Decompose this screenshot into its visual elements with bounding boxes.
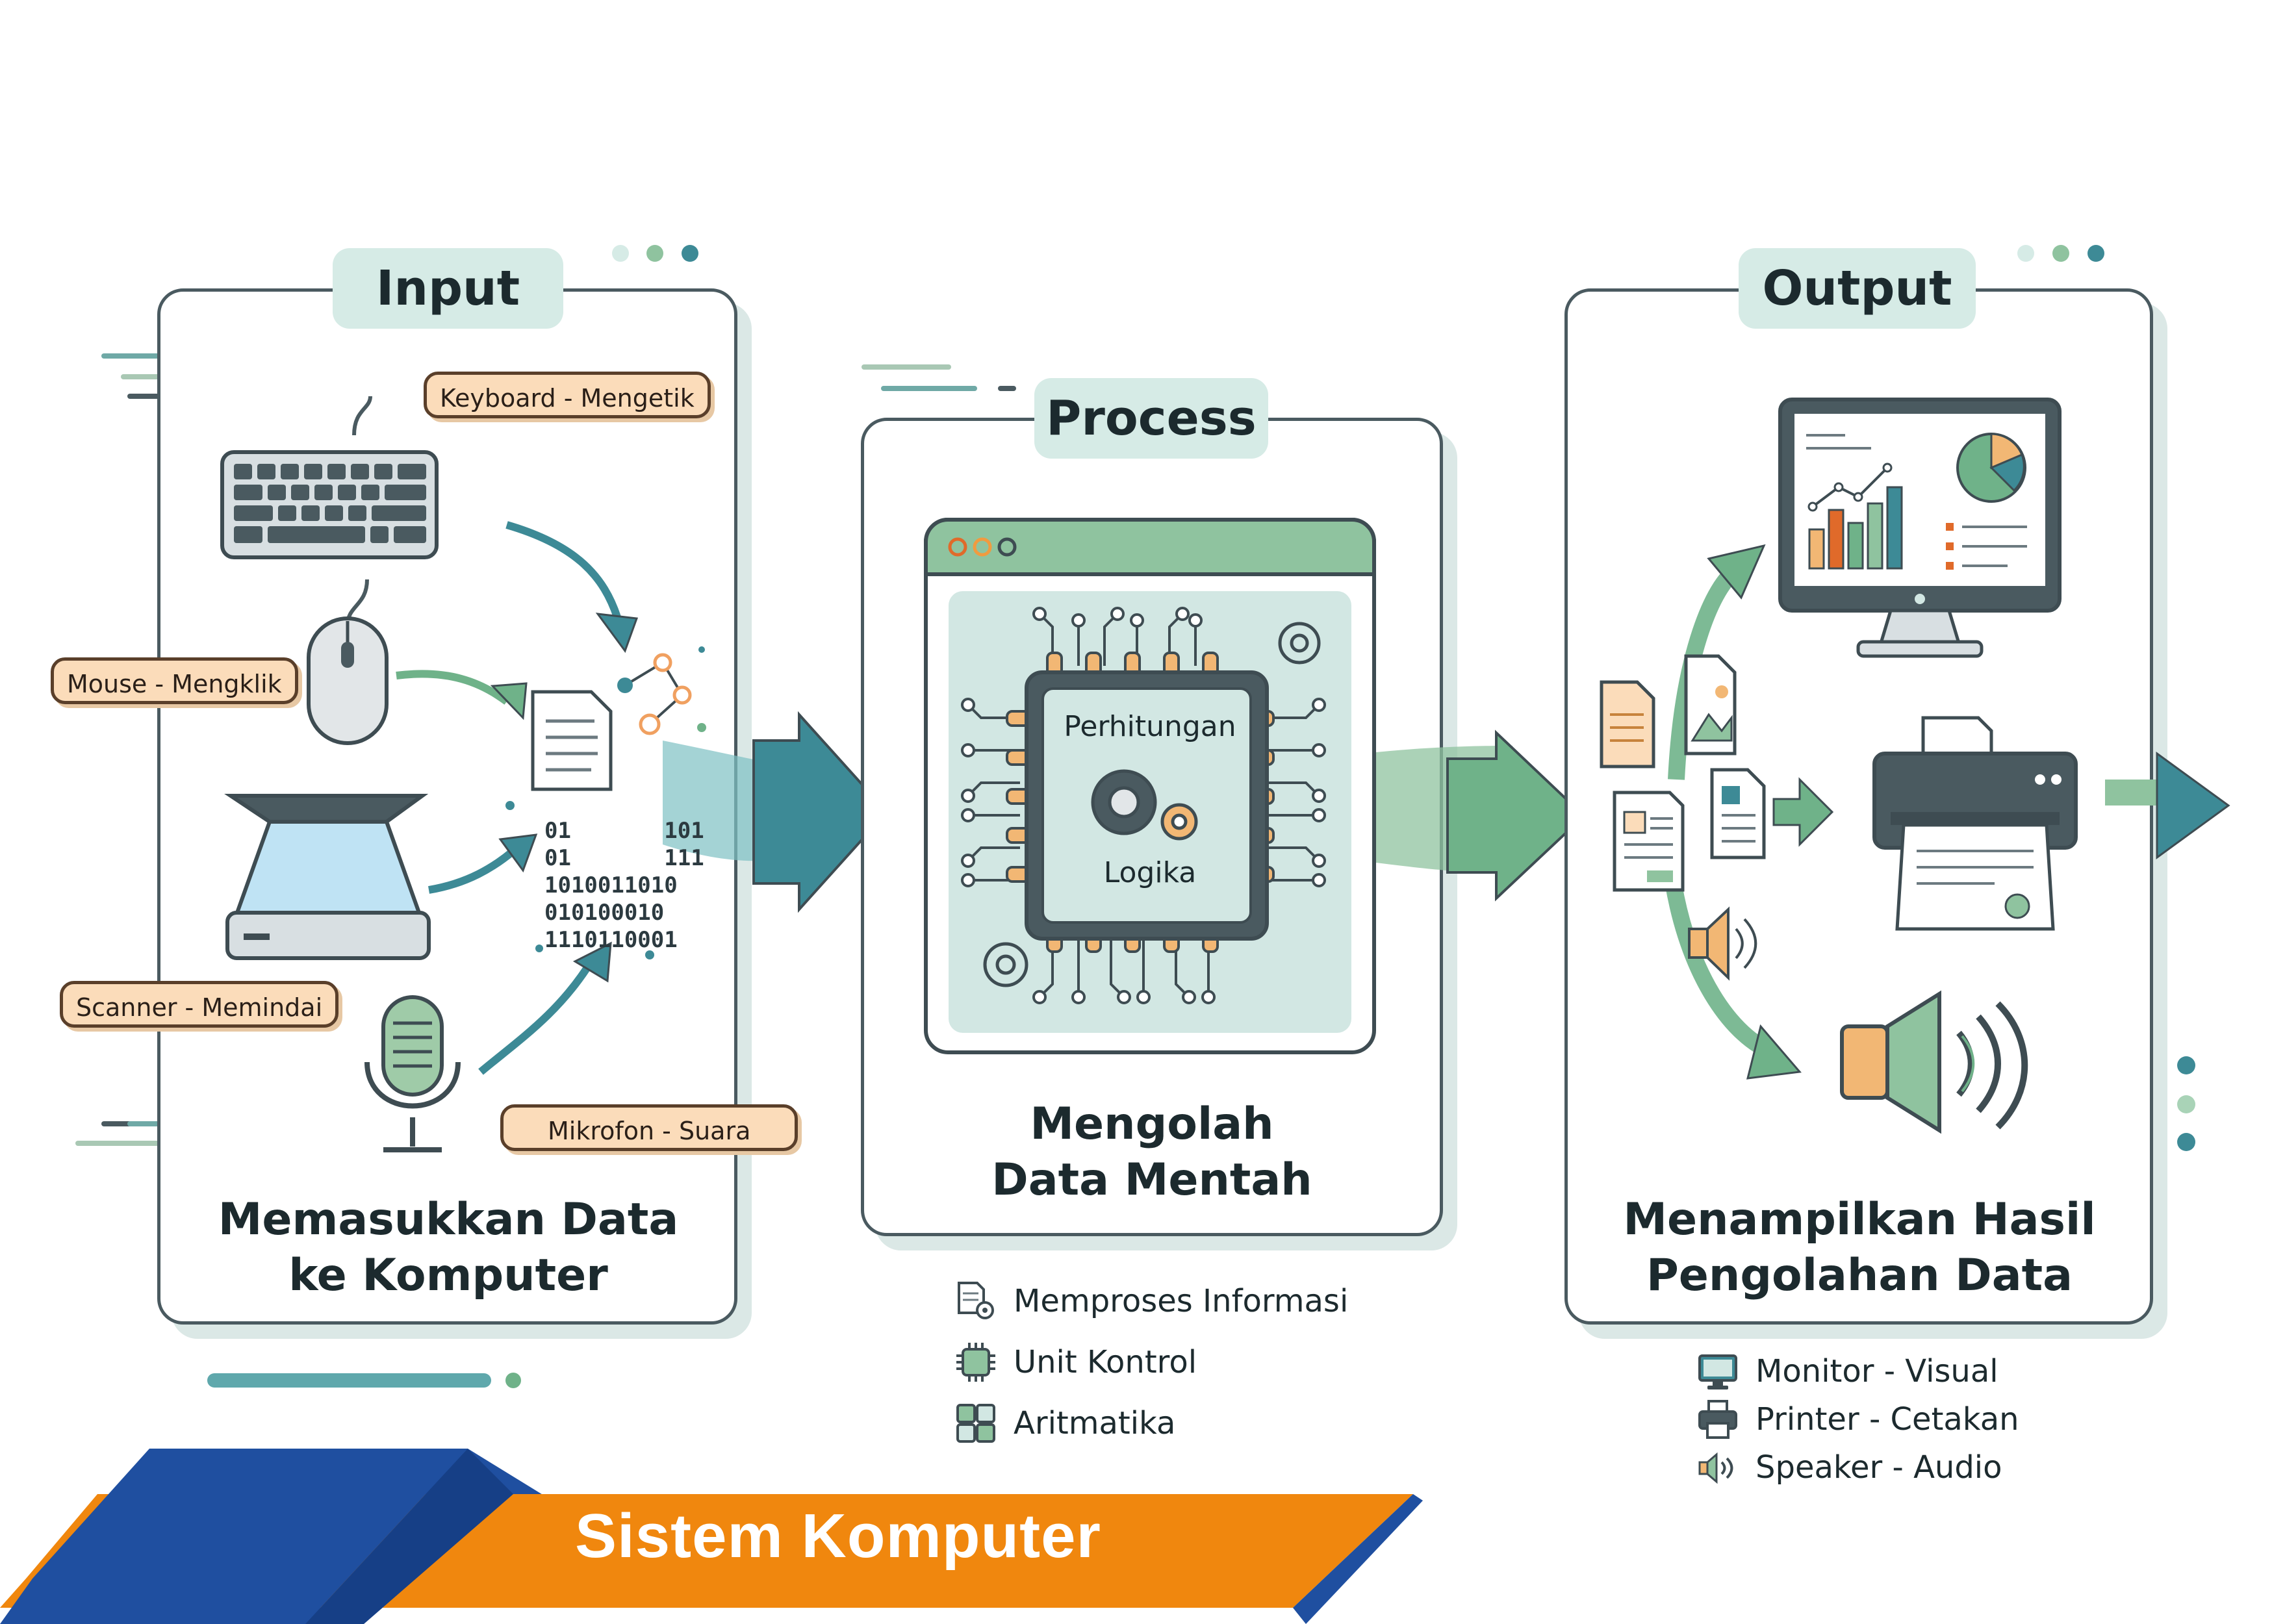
binary-data: 01 101 01 111 1010011010 010100010 11101…	[544, 817, 704, 954]
chip-icon	[956, 1343, 995, 1382]
binary-line-4: 010100010	[544, 900, 665, 926]
output-legend-label: Monitor - Visual	[1755, 1353, 1998, 1389]
printer-icon	[1698, 1400, 1737, 1439]
output-legend-label: Speaker - Audio	[1755, 1449, 2002, 1486]
keyboard-icon	[220, 396, 439, 559]
input-caption: Memasukkan Data ke Komputer	[162, 1192, 734, 1304]
process-legend-item: Aritmatika	[955, 1401, 1175, 1446]
input-flow-arrows	[396, 521, 889, 1075]
speaker-icon	[1698, 1452, 1733, 1484]
output-legend-item: Speaker - Audio	[1697, 1445, 2002, 1490]
output-caption: Menampilkan Hasil Pengolahan Data	[1567, 1192, 2152, 1304]
title-banner	[0, 1449, 1423, 1624]
process-legend-item: Memproses Informasi	[955, 1278, 1348, 1324]
output-caption-line-1: Menampilkan Hasil	[1623, 1194, 2096, 1245]
process-output-arrow	[1376, 730, 1586, 902]
binary-line-6: 101	[664, 818, 704, 844]
process-caption-line-2: Data Mentah	[991, 1154, 1312, 1206]
output-legend-item: Printer - Cetakan	[1697, 1397, 2019, 1442]
process-legend-label: Unit Kontrol	[1014, 1344, 1197, 1380]
mouse-callout: Mouse - Mengklik	[51, 657, 298, 704]
process-tag: Process	[1034, 378, 1268, 459]
keyboard-callout: Keyboard - Mengetik	[424, 372, 711, 418]
input-caption-line-2: ke Komputer	[288, 1250, 608, 1301]
output-legend-item: Monitor - Visual	[1697, 1349, 1998, 1394]
binary-line-7: 111	[664, 845, 704, 871]
microphone-callout: Mikrofon - Suara	[500, 1104, 798, 1151]
page-title: Sistem Komputer	[575, 1501, 1101, 1571]
input-caption-line-1: Memasukkan Data	[218, 1194, 679, 1245]
scanner-icon	[224, 794, 431, 960]
document-gear-icon	[958, 1282, 994, 1319]
chip-label-bottom: Logika	[1103, 856, 1197, 889]
processor-window	[924, 518, 1376, 1054]
binary-line-2: 01	[544, 845, 571, 871]
calculator-icon	[956, 1404, 995, 1443]
output-caption-line-2: Pengolahan Data	[1646, 1250, 2073, 1301]
process-legend-label: Memproses Informasi	[1014, 1283, 1349, 1319]
output-legend-label: Printer - Cetakan	[1755, 1401, 2019, 1438]
output-illustration	[1600, 398, 2230, 1134]
binary-line-3: 1010011010	[544, 872, 678, 898]
chip-label-top: Perhitungan	[1064, 710, 1236, 743]
microphone-icon	[364, 995, 461, 1152]
monitor-icon	[1698, 1354, 1737, 1389]
mouse-icon	[307, 579, 389, 745]
binary-line-1: 01	[544, 818, 571, 844]
process-caption-line-1: Mengolah	[1030, 1098, 1274, 1150]
process-caption: Mengolah Data Mentah	[864, 1097, 1440, 1208]
scanner-callout: Scanner - Memindai	[60, 981, 339, 1028]
process-legend-label: Aritmatika	[1014, 1405, 1176, 1441]
input-tag: Input	[333, 248, 563, 329]
binary-line-5: 1110110001	[544, 927, 678, 953]
output-tag: Output	[1739, 248, 1976, 329]
process-legend-item: Unit Kontrol	[955, 1339, 1197, 1385]
